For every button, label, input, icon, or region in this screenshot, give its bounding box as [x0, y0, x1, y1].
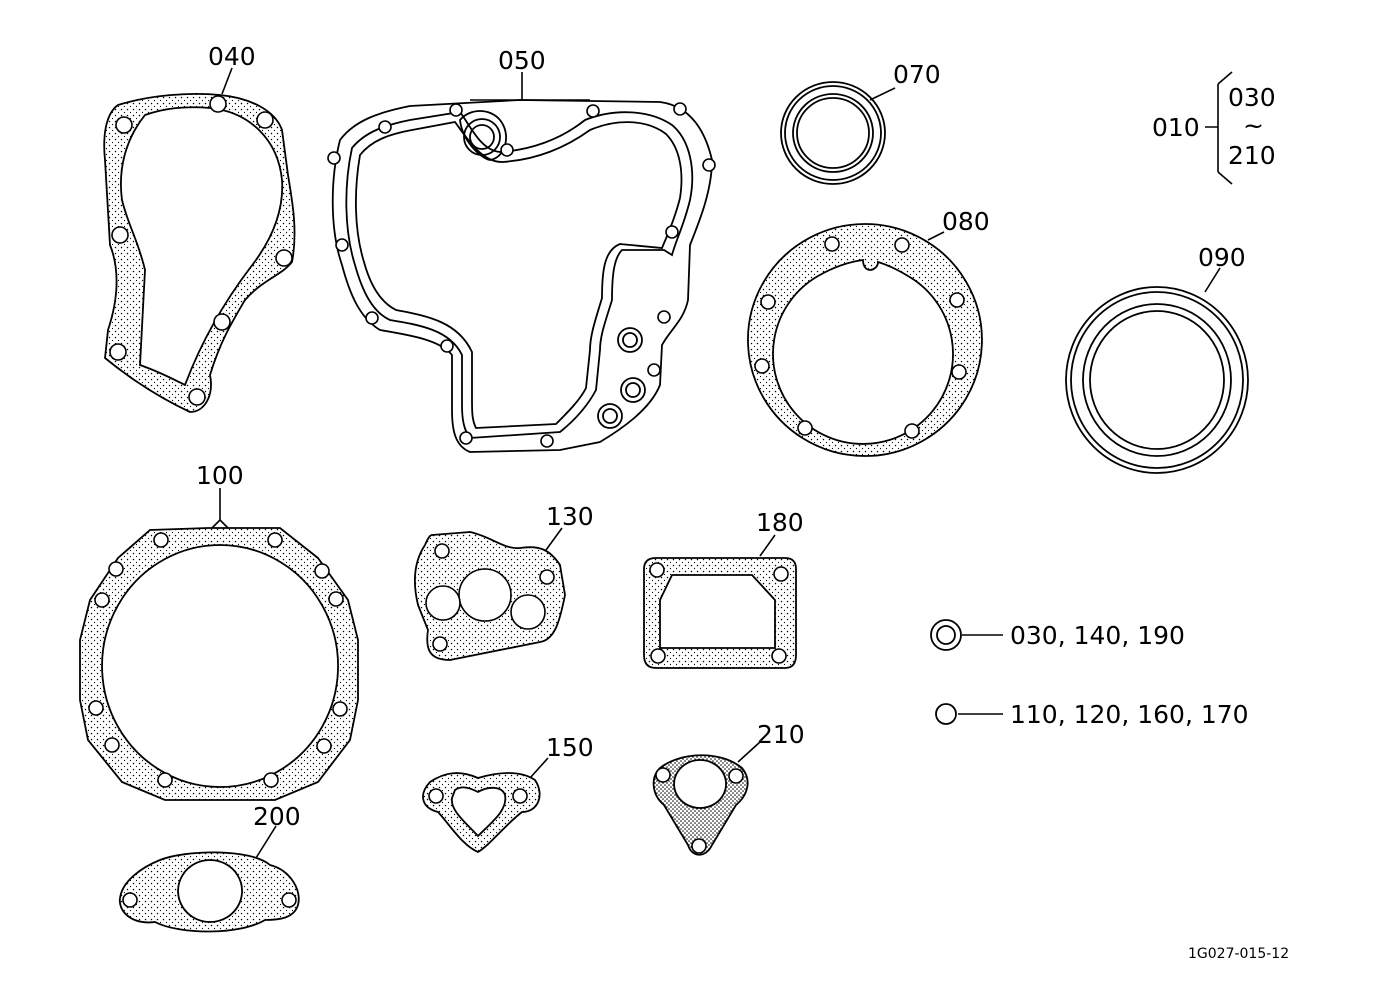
- gasket-080[interactable]: 080: [747, 207, 990, 457]
- washer-icon: [930, 619, 962, 651]
- legend-washer-parts: 030, 140, 190: [1010, 621, 1185, 650]
- label-070: 070: [893, 60, 941, 89]
- gasket-210[interactable]: 210: [652, 720, 805, 856]
- label-130: 130: [546, 502, 594, 531]
- label-200: 200: [253, 802, 301, 831]
- gasket-100[interactable]: 100: [79, 461, 359, 801]
- label-040: 040: [208, 42, 256, 71]
- oring-icon: [935, 703, 957, 725]
- legend-oring-parts: 110, 120, 160, 170: [1010, 700, 1249, 729]
- label-080: 080: [942, 207, 990, 236]
- label-090: 090: [1198, 243, 1246, 272]
- gasket-130[interactable]: 130: [414, 502, 594, 661]
- gasket-040[interactable]: 040: [103, 42, 296, 413]
- legend-oring: 110, 120, 160, 170: [935, 700, 1249, 729]
- label-010: 010: [1152, 113, 1200, 142]
- label-210: 210: [757, 720, 805, 749]
- gasket-180[interactable]: 180: [643, 508, 804, 669]
- gasket-050[interactable]: 050: [327, 46, 716, 453]
- kit-010-bracket: 010 030 ~ 210: [1152, 71, 1276, 185]
- label-030: 030: [1228, 83, 1276, 112]
- gasket-150[interactable]: 150: [422, 733, 594, 854]
- label-050: 050: [498, 46, 546, 75]
- label-210-range: 210: [1228, 141, 1276, 170]
- gasket-200[interactable]: 200: [119, 802, 301, 933]
- label-100: 100: [196, 461, 244, 490]
- label-180: 180: [756, 508, 804, 537]
- legend-washer: 030, 140, 190: [930, 619, 1185, 651]
- range-tilde: ~: [1243, 111, 1264, 140]
- seal-070[interactable]: 070: [780, 60, 941, 185]
- diagram-id: 1G027-015-12: [1188, 946, 1289, 962]
- label-150: 150: [546, 733, 594, 762]
- seal-090[interactable]: 090: [1065, 243, 1249, 474]
